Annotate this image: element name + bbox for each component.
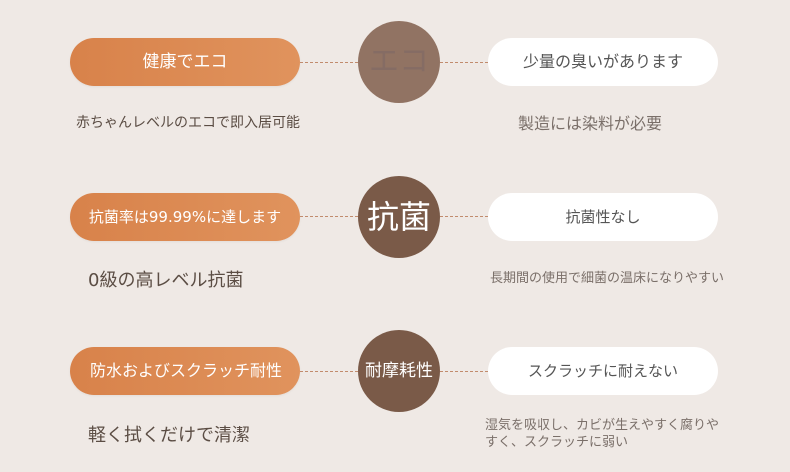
dashed-connector: [440, 216, 488, 217]
right-description: 長期間の使用で細菌の温床になりやすい: [490, 271, 725, 286]
left-description: 赤ちゃんレベルのエコで即入居可能: [76, 115, 300, 131]
dashed-connector: [300, 371, 358, 372]
right-description-line-2: すく、スクラッチに弱い: [485, 435, 629, 450]
category-badge: 耐摩耗性: [358, 330, 440, 412]
dashed-connector: [440, 371, 488, 372]
category-badge: 抗菌: [358, 176, 440, 258]
dashed-connector: [300, 216, 358, 217]
comparison-row-eco: 健康でエコ エコ 少量の臭いがあります 赤ちゃんレベルのエコで即入居可能 製造に…: [0, 0, 790, 150]
left-feature-pill: 抗菌率は99.99%に達します: [70, 193, 300, 241]
category-badge: エコ: [358, 21, 440, 103]
left-description: 0級の高レベル抗菌: [88, 270, 244, 291]
left-feature-pill: 防水およびスクラッチ耐性: [70, 347, 300, 395]
comparison-row-antibacterial: 抗菌率は99.99%に達します 抗菌 抗菌性なし 0級の高レベル抗菌 長期間の使…: [0, 0, 790, 291]
right-feature-pill: 少量の臭いがあります: [488, 38, 718, 86]
right-feature-pill: スクラッチに耐えない: [488, 347, 718, 395]
left-description: 軽く拭くだけで清潔: [88, 425, 250, 446]
dashed-connector: [440, 62, 488, 63]
right-description: 製造には染料が必要: [518, 114, 663, 133]
comparison-row-durability: 防水およびスクラッチ耐性 耐摩耗性 スクラッチに耐えない 軽く拭くだけで清潔 湿…: [0, 0, 790, 450]
left-feature-pill: 健康でエコ: [70, 38, 300, 86]
dashed-connector: [300, 62, 358, 63]
right-description-line-1: 湿気を吸収し、カビが生えやすく腐りや: [485, 418, 720, 433]
right-feature-pill: 抗菌性なし: [488, 193, 718, 241]
